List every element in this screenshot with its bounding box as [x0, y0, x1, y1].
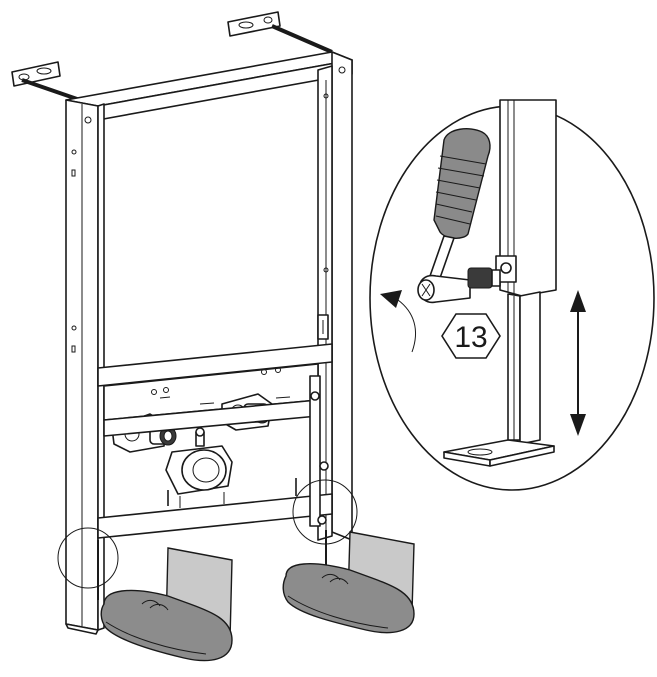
right-foot-shoe [282, 531, 415, 634]
left-foot-highlight [57, 527, 119, 589]
wall-bracket-left [11, 61, 81, 102]
wrench-tool [417, 128, 501, 304]
right-foot-highlight [292, 479, 358, 545]
mounting-frame [11, 11, 353, 635]
detail-view: 13 [369, 99, 655, 491]
rotation-arrow-icon [380, 290, 416, 353]
drain-fitting [165, 427, 233, 508]
foot-plate [443, 439, 555, 467]
wrench-size-label: 13 [454, 321, 487, 354]
wall-bracket-right [227, 11, 333, 54]
left-foot-shoe [100, 547, 233, 662]
wrench-size-badge: 13 [441, 313, 501, 359]
height-adjust-arrow-icon [570, 290, 586, 436]
